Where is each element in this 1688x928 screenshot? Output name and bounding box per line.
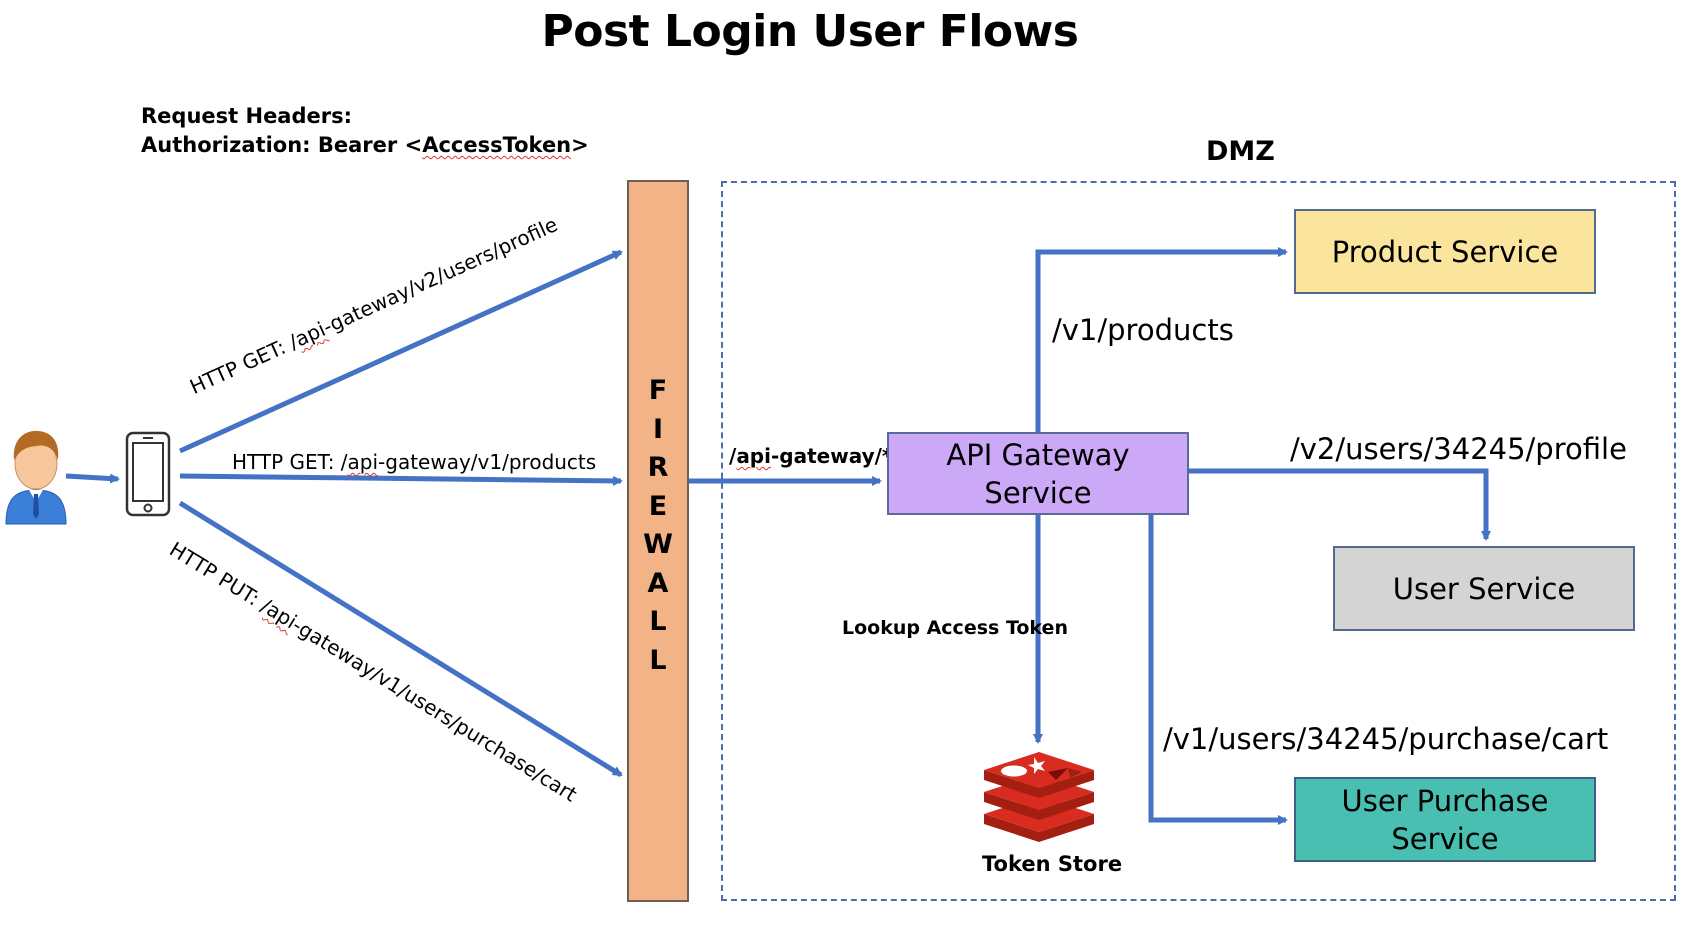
user-avatar-icon [5,430,67,525]
auth-prefix: Authorization: Bearer < [141,133,423,157]
user-to-phone-arrow [65,473,120,484]
product-service[interactable]: Product Service [1294,209,1596,294]
gateway-route-start: api [736,444,771,468]
put-cart-arrow [178,500,623,778]
cart-route-label: /v1/users/34245/purchase/cart [1163,722,1609,756]
redis-logo-icon [984,752,1094,842]
user-purchase-service[interactable]: User Purchase Service [1294,777,1596,862]
dmz-zone [721,181,1676,901]
get-products-path-rest: -gateway/v1/products [378,450,597,474]
get-products-method: HTTP GET: / [232,450,348,474]
user-service[interactable]: User Service [1333,546,1635,631]
profile-route-label: /v2/users/34245/profile [1290,432,1627,466]
gateway-to-product-arrow [1035,247,1288,432]
user-service-label: User Service [1392,571,1576,606]
product-service-label: Product Service [1331,234,1559,269]
smartphone-icon [125,431,171,517]
get-profile-arrow [178,249,623,454]
api-gateway-label: API Gateway Service [946,437,1130,510]
auth-token: AccessToken [422,133,572,157]
gateway-route-prefix: / [729,444,737,468]
auth-suffix: > [571,133,589,157]
request-headers-label: Request Headers: [141,104,353,128]
gateway-route-label: /api-gateway/* [729,444,892,468]
authorization-header: Authorization: Bearer <AccessToken> [141,133,589,157]
user-purchase-label-line1: User Purchase [1341,783,1549,818]
page-title: Post Login User Flows [541,6,1080,57]
gateway-route-rest: -gateway/* [770,444,893,468]
firewall-label: F I R E W A L L [643,375,673,676]
gateway-to-purchase-arrow [1148,515,1288,825]
get-products-arrow [179,473,623,486]
products-route-label: /v1/products [1052,313,1234,347]
api-gateway-service[interactable]: API Gateway Service [887,432,1189,515]
token-store-label: Token Store [982,852,1123,876]
firewall: F I R E W A L L [627,180,689,902]
dmz-label: DMZ [1206,136,1275,167]
lookup-access-token-label: Lookup Access Token [842,617,1068,639]
get-products-path-start: api [347,450,379,474]
gateway-to-user-arrow [1189,468,1491,541]
user-purchase-label-line2: Service [1391,821,1499,856]
get-products-label: HTTP GET: /api-gateway/v1/products [232,450,596,474]
